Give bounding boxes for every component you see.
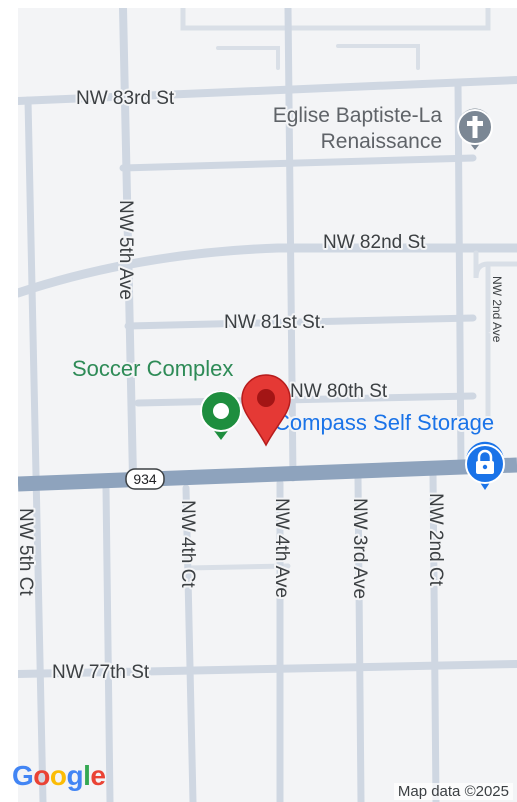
road-nw-4th-ave-north — [284, 8, 297, 482]
poi-church-name-line1: Eglise Baptiste-La — [273, 104, 443, 127]
label-nw-3rd-ave: NW 3rd Ave — [349, 498, 370, 599]
road-nw-82nd-st — [18, 243, 517, 298]
map-canvas[interactable]: 934 NW 83rd St NW 82nd St NW 81st St. NW… — [18, 8, 517, 802]
label-nw-81st-st: NW 81st St. — [224, 312, 325, 333]
label-nw-77th-st: NW 77th St — [52, 662, 150, 683]
tree-icon[interactable] — [200, 390, 242, 440]
google-logo-letter: o — [33, 760, 50, 791]
road-nw-83rd-st — [18, 76, 517, 105]
label-nw-82nd-st: NW 82nd St — [323, 232, 426, 253]
road-nw-2nd-ct — [429, 469, 440, 802]
google-logo-letter: l — [83, 760, 91, 791]
google-logo-letter: e — [90, 760, 106, 791]
label-nw-4th-ave: NW 4th Ave — [271, 498, 292, 598]
cross-icon[interactable] — [457, 108, 493, 150]
map-pin-icon[interactable] — [241, 374, 291, 447]
google-logo: Google — [12, 760, 106, 792]
label-nw-4th-ct: NW 4th Ct — [177, 500, 198, 588]
google-logo-letter: o — [49, 760, 67, 791]
road-top-loop — [180, 8, 491, 31]
road-top-minor — [216, 44, 420, 70]
poi-storage[interactable]: Compass Self Storage — [272, 408, 505, 490]
road-between-83-82 — [119, 154, 477, 172]
road-nw-5th-ave — [119, 8, 137, 482]
map-svg: 934 NW 83rd St NW 82nd St NW 81st St. NW… — [18, 8, 517, 802]
google-logo-letter: G — [12, 760, 34, 791]
map-attribution[interactable]: Map data ©2025 — [393, 783, 513, 800]
label-nw-2nd-ave: NW 2nd Ave — [490, 276, 504, 343]
highway-934 — [18, 457, 517, 492]
poi-storage-name: Compass Self Storage — [274, 410, 494, 435]
lock-icon[interactable] — [465, 441, 505, 490]
label-nw-83rd-st: NW 83rd St — [76, 88, 175, 109]
label-nw-80th-st: NW 80th St — [290, 381, 388, 402]
label-nw-5th-ct: NW 5th Ct — [18, 508, 36, 596]
label-nw-5th-ave: NW 5th Ave — [115, 200, 136, 300]
route-shield-934: 934 — [125, 468, 165, 490]
road-minor-south — [185, 563, 291, 571]
road-nw-81st-st — [124, 314, 477, 330]
road-nw-5th-ct-north — [24, 96, 47, 802]
road-nw-1st-ave — [454, 79, 465, 472]
road-nw-2nd-ave-loop — [473, 250, 517, 279]
poi-park-name: Soccer Complex — [72, 356, 233, 381]
google-logo-letter: g — [66, 760, 84, 791]
poi-soccer-complex[interactable]: Soccer Complex — [70, 354, 242, 440]
road-nw-3rd-ave — [354, 474, 365, 802]
poi-church[interactable]: Eglise Baptiste-La Renaissance — [271, 102, 493, 155]
label-nw-2nd-ct: NW 2nd Ct — [425, 493, 446, 587]
road-nw-4th-ct — [182, 484, 197, 802]
poi-church-name-line2: Renaissance — [321, 130, 442, 153]
route-shield-label: 934 — [133, 471, 157, 487]
road-south-5th — [102, 484, 114, 802]
road-nw-80th-st — [134, 392, 477, 407]
